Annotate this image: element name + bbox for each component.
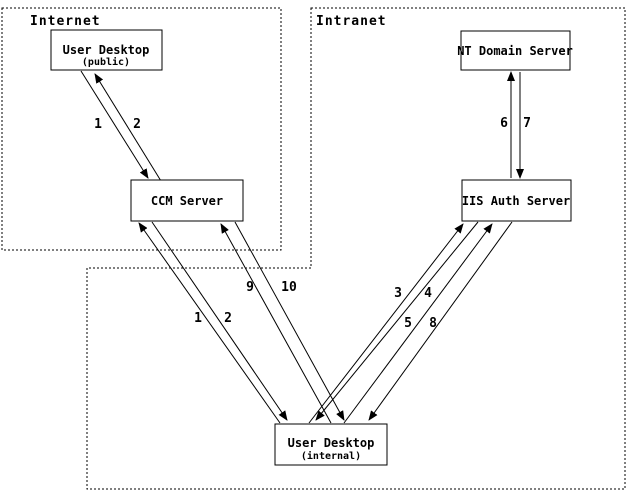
node-box: [460, 30, 571, 71]
node-user-desktop-internal: User Desktop (internal): [274, 423, 388, 466]
edge-2-ccm-to-internal: 2: [151, 221, 288, 421]
node-iis-auth-server: IIS Auth Server: [461, 179, 572, 222]
edge-10-ccm-to-internal: 10: [234, 221, 345, 421]
node-subtitle: (public): [82, 56, 130, 68]
edge-label: 10: [281, 280, 297, 295]
node-box: [461, 179, 572, 222]
region-intranet: Intranet: [86, 7, 626, 490]
node-nt-domain-server: NT Domain Server: [457, 30, 573, 71]
edge-8-iis-to-internal: 8: [368, 221, 513, 421]
edge-label: 1: [94, 117, 102, 132]
edge-1-public-to-ccm: 1: [80, 70, 149, 179]
node-box: [50, 29, 163, 71]
edge-line: [308, 223, 464, 424]
edge-label: 3: [394, 286, 402, 301]
node-title: User Desktop: [288, 436, 375, 450]
edge-label: 4: [424, 286, 432, 301]
edge-label: 6: [500, 116, 508, 131]
internet-region-border: [1, 7, 282, 251]
node-title: NT Domain Server: [457, 44, 573, 58]
edge-line: [343, 223, 493, 424]
node-title: CCM Server: [151, 194, 223, 208]
edge-2-ccm-to-public: 2: [94, 73, 162, 182]
node-box: [130, 179, 244, 222]
edge-line: [234, 221, 345, 421]
intranet-region-label: Intranet: [316, 14, 387, 29]
edge-9-internal-to-ccm: 9: [220, 223, 332, 424]
node-subtitle: (internal): [301, 450, 361, 462]
edge-4-iis-to-internal: 4: [315, 221, 479, 421]
edge-line: [80, 70, 149, 179]
edge-6-iis-to-nt: 6: [500, 71, 515, 178]
node-title: User Desktop: [63, 43, 150, 57]
edge-label: 7: [523, 116, 531, 131]
edge-label: 8: [429, 316, 437, 331]
edges: 1 2 1 2 9 10 3 4: [80, 70, 531, 424]
region-internet: Internet: [1, 7, 282, 251]
edge-5-internal-to-iis: 5: [343, 223, 493, 424]
node-ccm-server: CCM Server: [130, 179, 244, 222]
node-title: IIS Auth Server: [462, 194, 570, 208]
edge-line: [368, 221, 513, 421]
edge-label: 5: [404, 316, 412, 331]
edge-line: [220, 223, 332, 424]
edge-label: 2: [133, 117, 141, 132]
edge-line: [138, 222, 281, 424]
edge-line: [151, 221, 288, 421]
edge-label: 2: [224, 311, 232, 326]
internet-region-label: Internet: [30, 14, 101, 29]
edge-label: 9: [246, 280, 254, 295]
edge-3-internal-to-iis: 3: [308, 223, 464, 424]
node-user-desktop-public: User Desktop (public): [50, 29, 163, 71]
edge-line: [94, 73, 162, 182]
edge-label: 1: [194, 311, 202, 326]
edge-7-nt-to-iis: 7: [516, 72, 531, 179]
node-box: [274, 423, 388, 466]
edge-1-internal-to-ccm: 1: [138, 222, 281, 424]
intranet-region-border: [86, 7, 626, 490]
edge-line: [315, 221, 479, 421]
